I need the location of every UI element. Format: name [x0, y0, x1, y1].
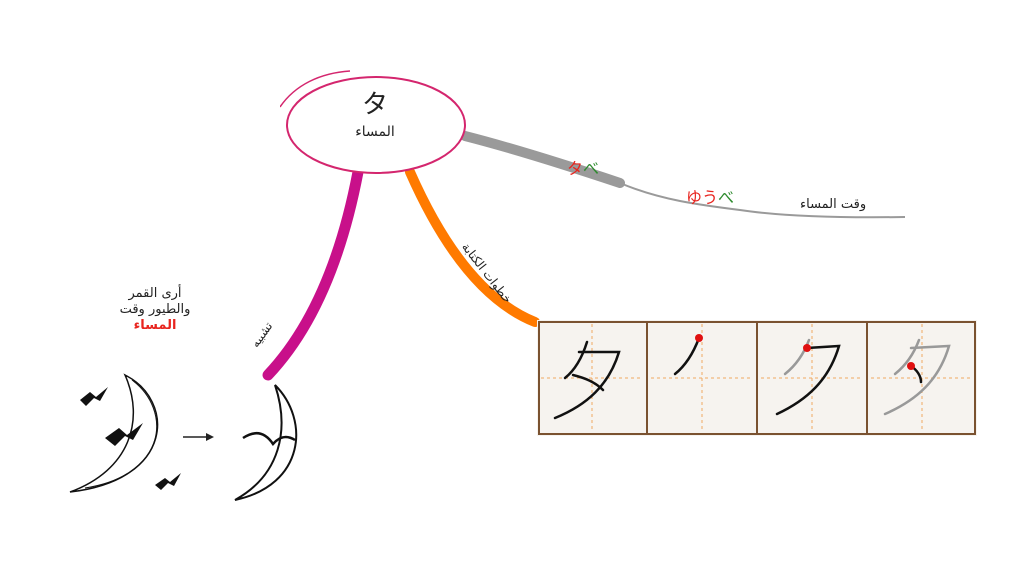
reading-2-kana-green: べ [718, 188, 735, 207]
stroke-cell-2 [673, 334, 703, 376]
similarity-branch [262, 166, 364, 381]
central-node [280, 70, 466, 174]
meaning-label: وقت المساء [800, 197, 867, 212]
central-kana: タ [361, 90, 388, 120]
stroke-cell-1 [553, 340, 621, 420]
moon-birds-picture [69, 373, 181, 493]
stroke-cell-3 [775, 338, 841, 416]
arrow-head [206, 433, 214, 441]
stroke-order-grid [537, 320, 977, 436]
central-label: المساء [355, 124, 395, 140]
simplified-moon-picture [234, 384, 298, 501]
steps-branch [405, 167, 540, 327]
association-highlight: المساء [133, 318, 177, 333]
bird-icon [80, 387, 181, 490]
reading-1-kana-green: べ [583, 159, 600, 178]
reading-2: ゆうべ [686, 184, 734, 208]
reading-1: タべ [567, 155, 599, 179]
association-line-1: أرى القمر [128, 286, 182, 301]
association-line-2: والطيور وقت [119, 302, 191, 317]
reading-2-kana-red: ゆう [686, 188, 719, 207]
reading-branch-continuation [619, 182, 906, 219]
reading-1-kana-red: タ [567, 159, 584, 178]
reading-branch [460, 131, 625, 188]
stroke-cell-4 [883, 338, 951, 416]
association-text: أرى القمر والطيور وقت المساء [95, 286, 215, 334]
